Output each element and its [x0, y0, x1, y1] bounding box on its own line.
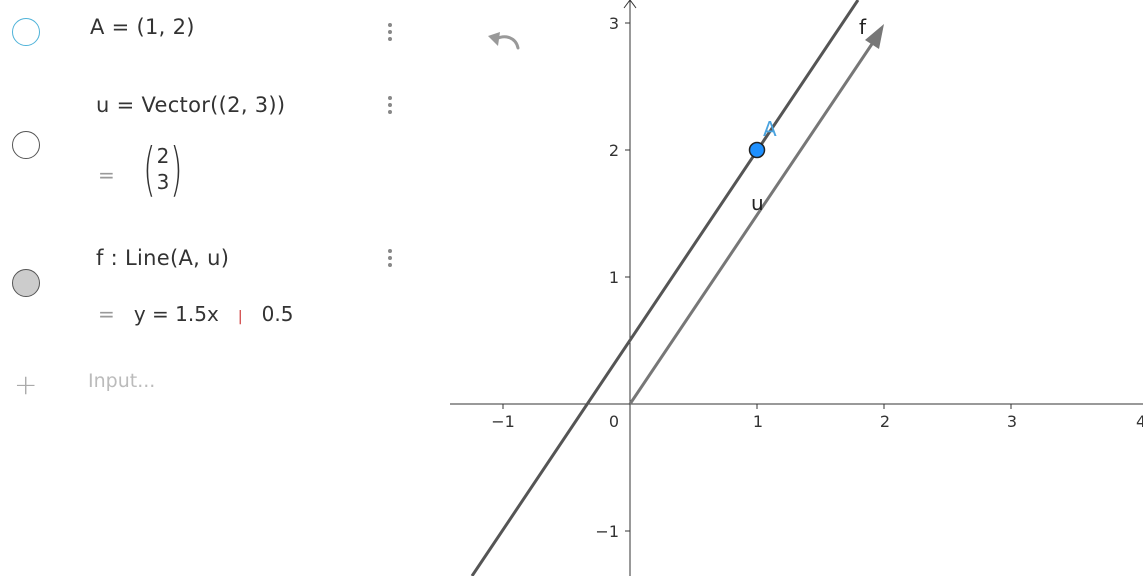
- point-a[interactable]: [748, 141, 766, 159]
- x-tick-label: 3: [1007, 412, 1017, 431]
- matrix-entry-x: 2: [156, 144, 170, 168]
- more-menu-icon[interactable]: [384, 18, 396, 46]
- graphics-view[interactable]: −1 0 1 2 3 4 3 2 1 −1 f u A: [450, 0, 1143, 576]
- output-separator: |: [237, 309, 243, 325]
- more-menu-icon[interactable]: [384, 244, 396, 272]
- line-f-label[interactable]: f: [859, 15, 867, 39]
- output-left: y = 1.5x: [133, 302, 219, 326]
- output-vector-matrix: ( 2 3 ): [138, 140, 188, 198]
- x-tick-label: 4: [1136, 412, 1143, 431]
- plus-icon[interactable]: +: [14, 368, 38, 401]
- y-tick-label: −1: [595, 522, 619, 541]
- definition-point-a[interactable]: A = (1, 2): [90, 15, 195, 39]
- y-tick-label: 2: [609, 141, 619, 160]
- line-f[interactable]: [470, 0, 860, 576]
- x-tick-label: 2: [880, 412, 890, 431]
- undo-icon[interactable]: [484, 26, 524, 58]
- algebra-input[interactable]: [88, 368, 388, 394]
- y-tick-label: 1: [609, 268, 619, 287]
- point-a-label[interactable]: A: [763, 117, 777, 141]
- output-equals: =: [98, 163, 115, 187]
- vector-u[interactable]: [628, 37, 878, 405]
- visibility-toggle-icon[interactable]: [12, 18, 40, 46]
- vector-u-arrowhead[interactable]: [865, 24, 884, 49]
- visibility-toggle-icon[interactable]: [12, 131, 40, 159]
- right-paren: ): [170, 135, 183, 203]
- algebra-view: A = (1, 2) u = Vector((2, 3)) = ( 2 3 ) …: [0, 0, 450, 576]
- x-tick-label: −1: [491, 412, 515, 431]
- definition-vector-u[interactable]: u = Vector((2, 3)): [96, 93, 286, 117]
- matrix-entry-y: 3: [156, 170, 170, 194]
- output-equals: =: [98, 302, 115, 326]
- more-menu-icon[interactable]: [384, 91, 396, 119]
- y-tick-label: 3: [609, 14, 619, 33]
- y-axis-arrow: [623, 0, 637, 9]
- left-paren: (: [143, 135, 156, 203]
- output-right: 0.5: [261, 302, 294, 326]
- x-tick-label: 0: [609, 412, 619, 431]
- visibility-toggle-icon[interactable]: [12, 269, 40, 297]
- vector-u-label[interactable]: u: [751, 191, 764, 215]
- x-tick-label: 1: [753, 412, 763, 431]
- definition-line-f[interactable]: f : Line(A, u): [96, 246, 230, 270]
- output-line-equation: = y = 1.5x | 0.5: [98, 302, 293, 326]
